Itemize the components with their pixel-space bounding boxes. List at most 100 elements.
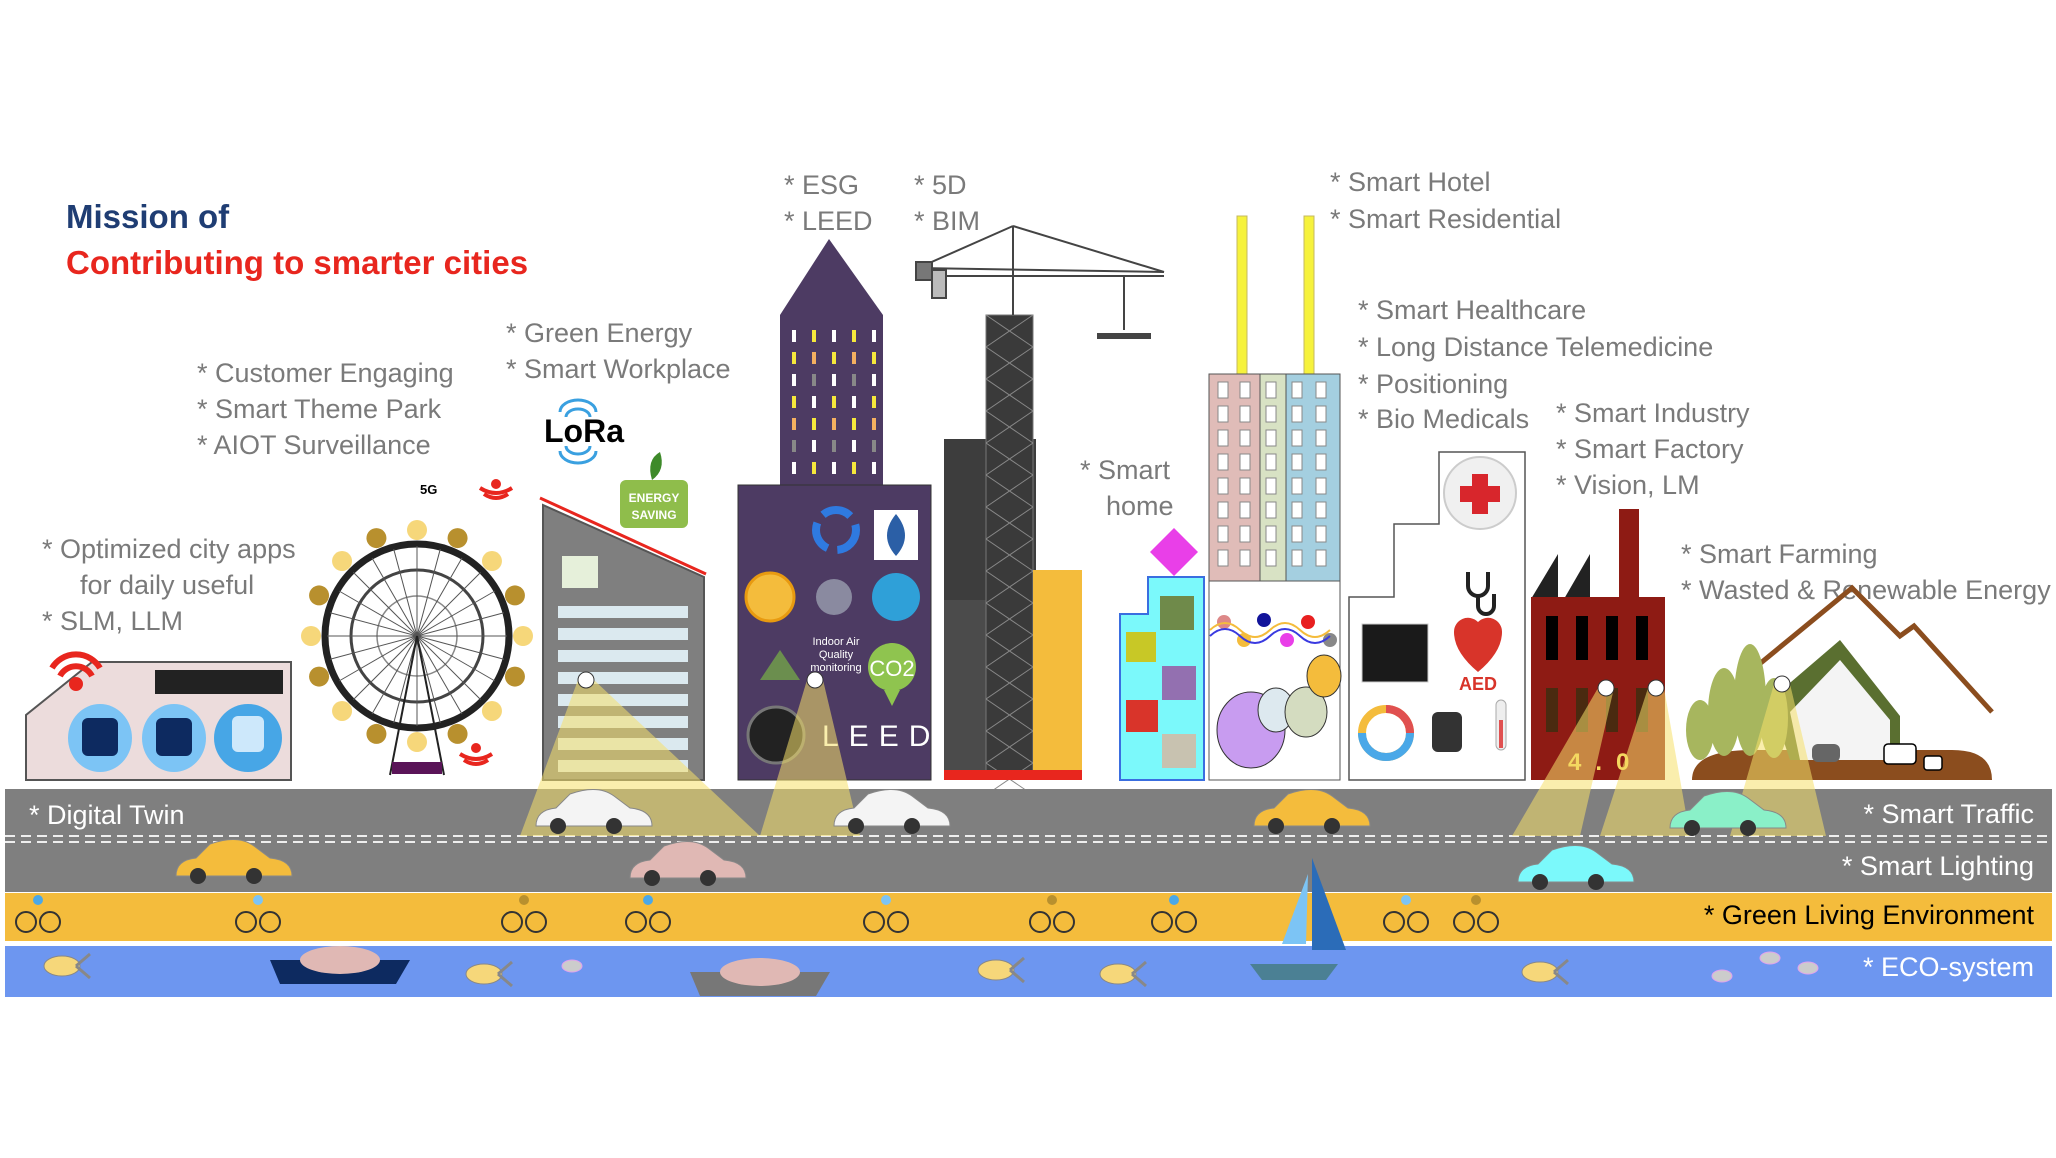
hotel-window bbox=[1291, 501, 1303, 519]
street-lamp-icon bbox=[806, 671, 824, 689]
wheel-spoke bbox=[416, 635, 481, 700]
hotel-window bbox=[1265, 381, 1277, 399]
street-lamp-icon bbox=[577, 671, 595, 689]
svg-text:CO2: CO2 bbox=[869, 656, 914, 681]
cyclist-icon bbox=[1471, 895, 1481, 905]
gondola bbox=[513, 626, 533, 646]
tower-window bbox=[792, 330, 796, 342]
label-smart-farming: * Smart Farming bbox=[1681, 539, 1878, 569]
gondola bbox=[504, 666, 525, 687]
label-bio-medicals: * Bio Medicals bbox=[1358, 404, 1529, 434]
car-icon bbox=[1517, 845, 1635, 883]
cyclist-icon bbox=[881, 895, 891, 905]
tower-window bbox=[832, 418, 836, 430]
car-wheel bbox=[1324, 818, 1340, 834]
car-wheel bbox=[246, 868, 262, 884]
hotel-window bbox=[1265, 549, 1277, 567]
fish-icon bbox=[977, 959, 1015, 981]
tower-window bbox=[812, 396, 816, 408]
wheel-spoke bbox=[416, 635, 505, 660]
bicycle-icon bbox=[1477, 911, 1499, 933]
label-smart-residential: * Smart Residential bbox=[1330, 204, 1561, 234]
fish-icon bbox=[1099, 963, 1137, 985]
hotel-building bbox=[1208, 215, 1342, 781]
ferris-wheel: 5G bbox=[301, 479, 533, 776]
svg-text:LoRa: LoRa bbox=[544, 413, 624, 449]
tower-window bbox=[792, 418, 796, 430]
street-lamp-icon bbox=[1597, 679, 1615, 697]
gondola bbox=[309, 585, 330, 606]
tower-window bbox=[832, 462, 836, 474]
hotel-window bbox=[1217, 429, 1229, 447]
car-wheel bbox=[606, 818, 622, 834]
car-icon bbox=[1669, 791, 1787, 829]
bicycle-icon bbox=[863, 911, 885, 933]
tower-window bbox=[832, 352, 836, 364]
sailboat-icon bbox=[1250, 858, 1346, 980]
label-smart-factory: * Smart Factory bbox=[1556, 434, 1744, 464]
car-wheel bbox=[904, 818, 920, 834]
hotel-window bbox=[1239, 477, 1251, 495]
hotel-window bbox=[1217, 453, 1229, 471]
hotel-window bbox=[1239, 381, 1251, 399]
gondola bbox=[481, 551, 502, 572]
tower-window bbox=[832, 330, 836, 342]
hotel-window bbox=[1239, 525, 1251, 543]
hotel-window bbox=[1265, 501, 1277, 519]
bicycle-icon bbox=[501, 911, 523, 933]
cyclist-icon bbox=[643, 895, 653, 905]
smart-home-diamond-icon bbox=[1150, 528, 1198, 576]
construction-site bbox=[915, 225, 1165, 796]
smart-home-building bbox=[1119, 528, 1205, 781]
factory-window bbox=[1546, 688, 1558, 732]
lattice-brace bbox=[985, 666, 1034, 700]
tower-window bbox=[852, 462, 856, 474]
factory-window bbox=[1576, 616, 1588, 660]
lattice-brace bbox=[985, 410, 1034, 444]
hotel-window bbox=[1315, 501, 1327, 519]
factory-window bbox=[1546, 616, 1558, 660]
car-icon bbox=[1253, 789, 1371, 827]
bicycle-icon bbox=[887, 911, 909, 933]
train-station bbox=[25, 651, 292, 781]
gondola bbox=[407, 520, 427, 540]
hotel-window bbox=[1217, 381, 1229, 399]
tower-window bbox=[812, 374, 816, 386]
lattice-brace bbox=[985, 378, 1034, 412]
hotel-window bbox=[1291, 525, 1303, 543]
label-leed: * LEED bbox=[784, 206, 873, 236]
wheel-spoke bbox=[416, 590, 496, 637]
bicycle-icon bbox=[1053, 911, 1075, 933]
tree-icon bbox=[816, 579, 852, 615]
tower-window bbox=[852, 396, 856, 408]
lora-logo: LoRa bbox=[544, 398, 624, 465]
hotel-window bbox=[1291, 549, 1303, 567]
band-label-digital-twin: * Digital Twin bbox=[29, 800, 185, 830]
band-label-eco-system: * ECO-system bbox=[1863, 952, 2034, 982]
lattice-brace bbox=[985, 538, 1034, 572]
hotel-window bbox=[1315, 453, 1327, 471]
cyclist-icon bbox=[519, 895, 529, 905]
cyclist-icon bbox=[1401, 895, 1411, 905]
label-telemedicine: * Long Distance Telemedicine bbox=[1358, 332, 1713, 362]
svg-text:AED: AED bbox=[1459, 674, 1497, 694]
hotel-window bbox=[1315, 405, 1327, 423]
label-smart-industry: * Smart Industry bbox=[1556, 398, 1750, 428]
band-label-smart-traffic: * Smart Traffic bbox=[1863, 799, 2034, 829]
wheel-spoke bbox=[371, 635, 418, 715]
gondola bbox=[309, 666, 330, 687]
gondola bbox=[447, 528, 468, 549]
car-wheel bbox=[1588, 874, 1604, 890]
tower-window bbox=[832, 396, 836, 408]
tower-window bbox=[812, 440, 816, 452]
wheel-spoke bbox=[393, 548, 418, 637]
street-light-beam bbox=[760, 680, 860, 836]
health-labels: * Smart Healthcare * Long Distance Telem… bbox=[1358, 295, 1713, 434]
tower-window bbox=[832, 440, 836, 452]
car-wheel bbox=[550, 818, 566, 834]
wheel-spoke bbox=[416, 548, 441, 637]
gondola bbox=[504, 585, 525, 606]
signal-icon bbox=[458, 479, 514, 766]
svg-text:SAVING: SAVING bbox=[631, 508, 676, 522]
wheel-spoke bbox=[393, 635, 418, 724]
